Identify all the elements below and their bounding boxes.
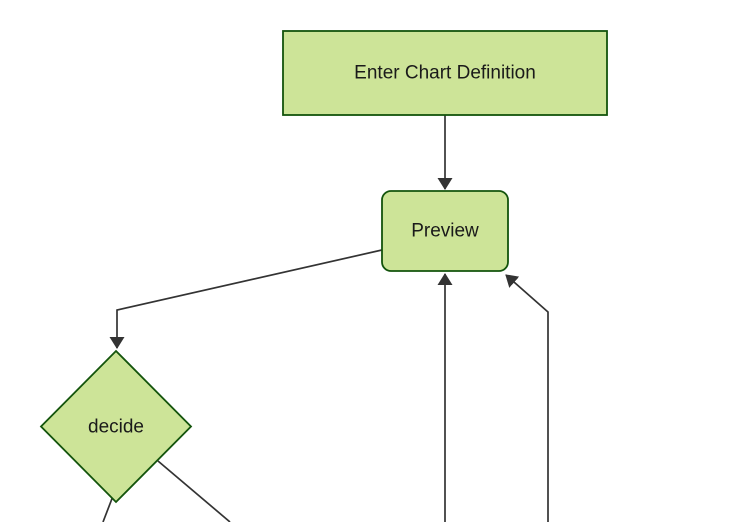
edge-preview-to-decide [109,249,383,349]
preview-box [381,190,509,272]
node-enter-chart-definition: Enter Chart Definition [282,30,608,116]
preview-label: Preview [411,221,479,242]
decide-diamond [39,349,193,504]
enter-chart-definition-label: Enter Chart Definition [354,63,536,84]
enter-chart-definition-box [282,30,608,116]
edge-offscreen-to-preview-corner [505,274,549,522]
node-decide: decide [39,349,193,504]
node-preview: Preview [381,190,509,272]
edge-layer [102,115,549,522]
decide-label: decide [88,417,144,438]
edge-decide-to-offscreen-right [157,460,231,522]
edge-decide-to-offscreen-left [102,495,114,522]
